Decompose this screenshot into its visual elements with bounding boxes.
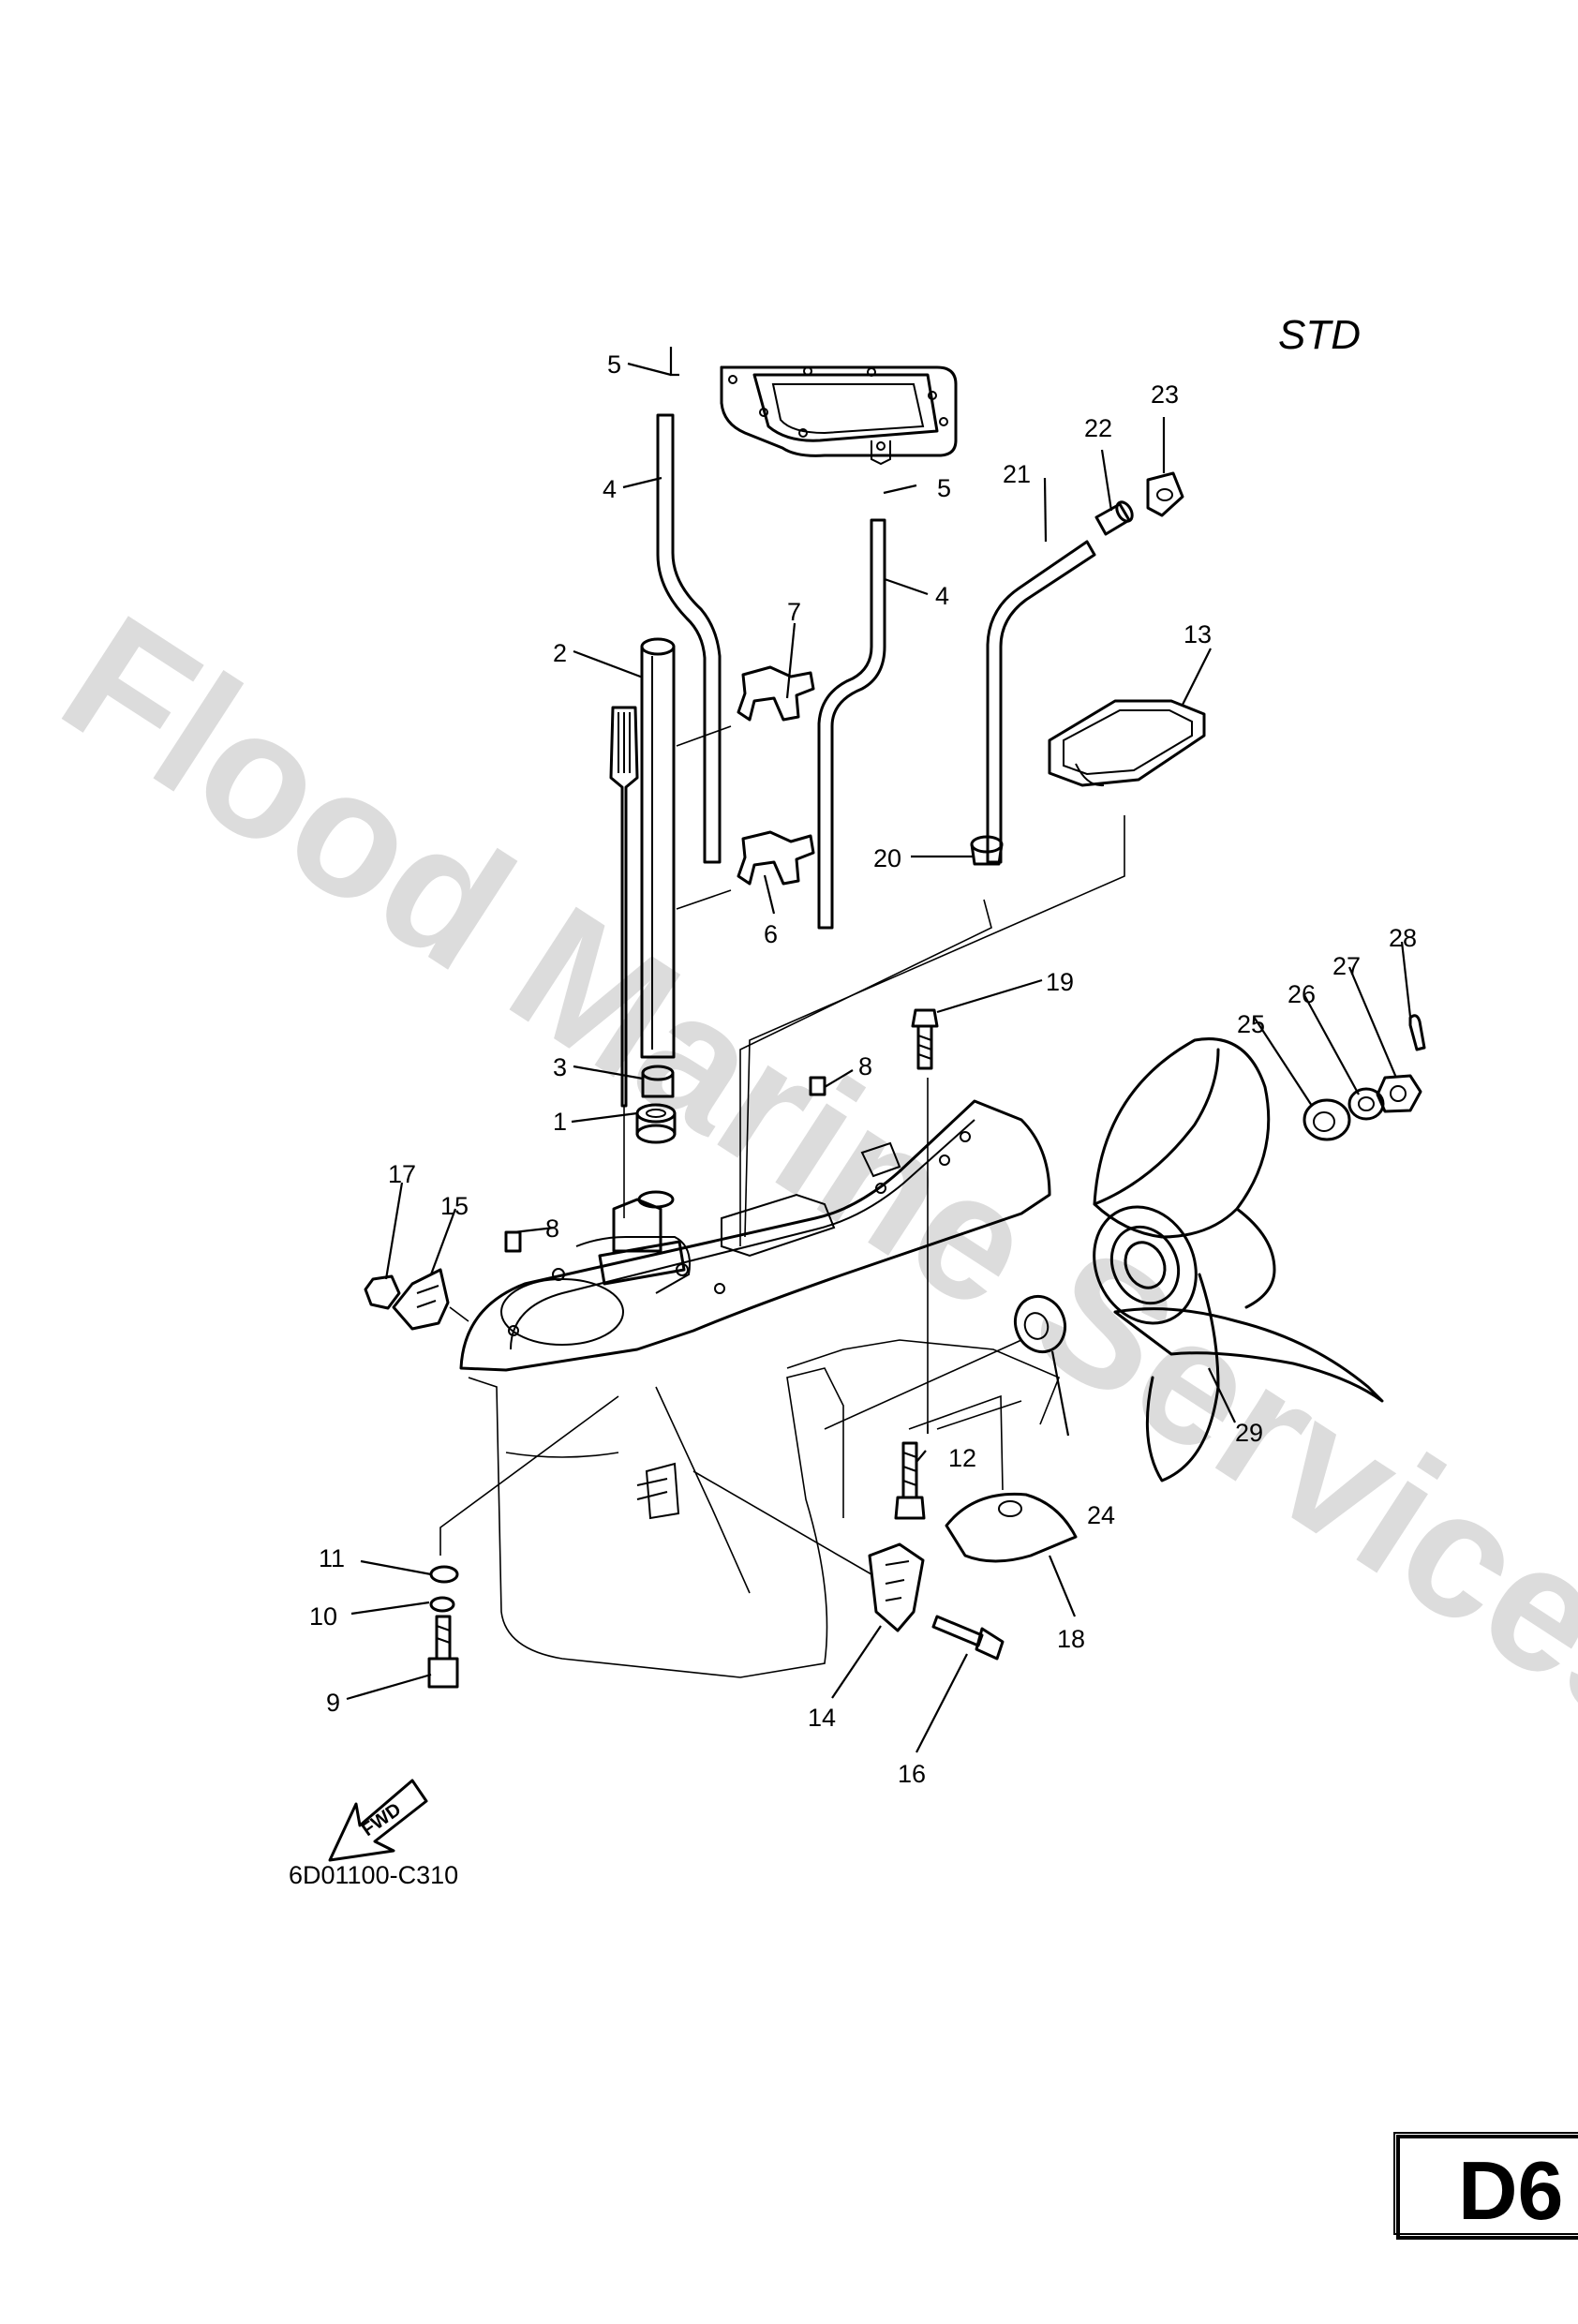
upper-plate [720,365,958,466]
callout-15: 15 [440,1192,469,1220]
watermark-text: Flood Marine Services [31,578,1578,1774]
spacer-25 [1303,1098,1351,1141]
leader-lines [346,347,1412,1753]
water-tube-left [656,413,722,864]
callout-5: 5 [607,350,621,379]
splined-shaft [609,706,639,1218]
anode-18 [945,1492,1078,1563]
thrust-washer-24 [1014,1294,1066,1354]
callout-24: 24 [1087,1501,1115,1529]
bolt-12 [894,1441,926,1520]
water-tube-middle [817,518,886,930]
callout-12: 12 [948,1444,976,1472]
dowel-pin-8a [809,1076,826,1096]
page-id-box: D6 [1393,2132,1578,2240]
gasket-13 [1048,699,1206,787]
variant-label: STD [1278,312,1361,358]
grommet-1 [635,1103,677,1144]
washer-10 [429,1596,455,1613]
callout-17: 17 [388,1160,416,1188]
callout-5b: 5 [937,474,951,502]
page-id: D6 [1458,2144,1564,2237]
callout-25: 25 [1237,1010,1265,1038]
clamp-14 [868,1542,925,1632]
trim-tab-15 [392,1268,450,1331]
hose-clip-6 [737,830,815,886]
cotter-pin-28 [1408,1014,1426,1051]
dowel-pin-8b [504,1230,522,1253]
bolt-16 [931,1615,1005,1661]
lower-casing [459,1099,1061,1678]
diagram-code: 6D01100-C310 [289,1861,458,1889]
nut-27 [1376,1074,1422,1113]
callout-19: 19 [1046,968,1074,996]
bolt-9 [427,1615,459,1689]
callout-16: 16 [898,1760,926,1788]
callout-26: 26 [1288,980,1316,1008]
callout-28: 28 [1389,924,1417,952]
hose-clip-7 [737,665,815,722]
callout-23: 23 [1151,380,1179,409]
collar-22 [1094,500,1134,536]
callout-numbers: 1 2 3 4 4 5 5 6 7 8 8 9 10 11 12 13 14 1… [309,350,1417,1788]
callout-4b: 4 [935,582,949,610]
callout-20: 20 [873,844,901,872]
callout-10: 10 [309,1602,337,1631]
callout-4: 4 [603,475,617,503]
callout-3: 3 [553,1053,567,1081]
callout-29: 29 [1235,1419,1263,1447]
callout-27: 27 [1332,952,1361,980]
callout-2: 2 [553,639,567,667]
forward-arrow: FWD [328,1779,428,1862]
nut-17 [364,1274,401,1310]
pump-housing-base [598,1190,686,1286]
callout-21: 21 [1003,460,1031,488]
callout-11: 11 [319,1544,345,1572]
grommet-23 [1146,471,1184,517]
callout-8: 8 [858,1052,872,1080]
water-tube-right [986,540,1096,864]
seal-3 [641,1065,675,1098]
callout-22: 22 [1084,414,1112,442]
propeller-29 [1093,1037,1384,1482]
grommet-20 [970,835,1004,866]
callout-1: 1 [553,1108,567,1136]
callout-6: 6 [764,920,778,948]
callout-7: 7 [787,598,801,626]
callout-9: 9 [326,1689,340,1717]
bolt-19 [911,1008,939,1070]
callout-18: 18 [1057,1625,1085,1653]
callout-8b: 8 [545,1214,559,1243]
callout-14: 14 [808,1704,836,1732]
washer-11 [429,1565,459,1584]
drive-shaft [640,637,676,1059]
callout-13: 13 [1184,620,1212,648]
